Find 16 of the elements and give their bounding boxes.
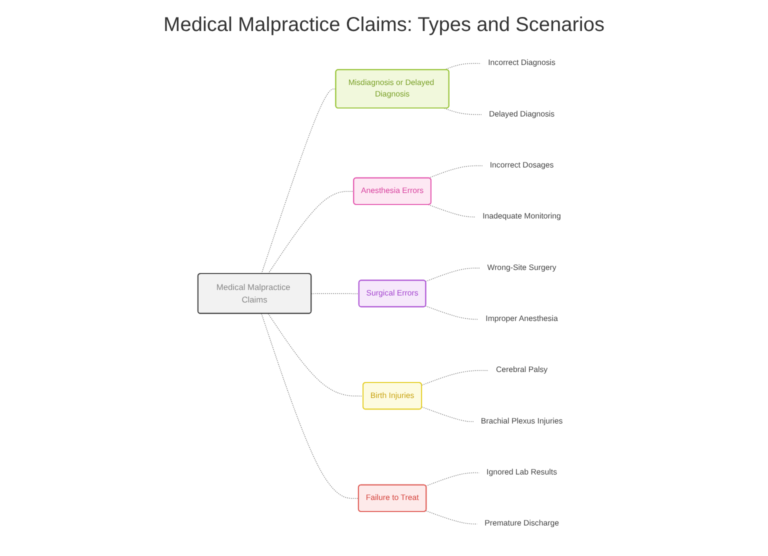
connector — [428, 204, 476, 217]
connector — [261, 88, 336, 274]
connector — [268, 312, 364, 396]
connector — [310, 292, 360, 294]
connector — [428, 164, 484, 178]
connector — [425, 510, 478, 524]
connector — [268, 190, 354, 274]
connector — [425, 472, 480, 486]
connector — [421, 370, 490, 386]
connector — [425, 305, 479, 320]
connector — [444, 62, 482, 70]
connector — [444, 107, 482, 114]
connector — [425, 267, 480, 282]
connector — [261, 312, 360, 498]
diagram-title: Medical Malpractice Claims: Types and Scenarios — [162, 14, 606, 37]
connector — [421, 406, 474, 422]
